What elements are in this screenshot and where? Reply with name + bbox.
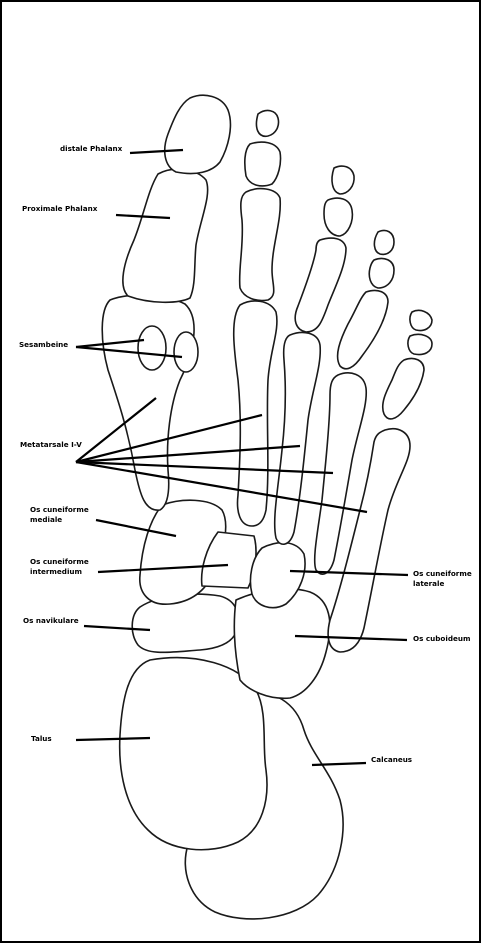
label-cuboid: Os cuboideum xyxy=(413,634,470,643)
label-calcaneus: Calcaneus xyxy=(371,755,412,764)
label-distal-phalanx: distale Phalanx xyxy=(60,144,123,153)
label-proximal-phalanx: Proximale Phalanx xyxy=(22,204,98,213)
label-medial-cuneiform-line2: mediale xyxy=(30,515,62,524)
label-lateral-cuneiform-line1: Os cuneiforme xyxy=(413,569,472,578)
toe-4-middle-phalanx xyxy=(369,258,394,288)
toe-2-proximal-phalanx xyxy=(240,189,281,301)
toe-3-distal-phalanx xyxy=(332,166,354,194)
label-intermediate-cuneiform-line2: intermedium xyxy=(30,567,82,576)
label-navicular: Os navikulare xyxy=(23,616,79,625)
toe-5-middle-phalanx xyxy=(408,334,432,354)
label-sesamoid: Sesambeine xyxy=(19,340,68,349)
toe-5-distal-phalanx xyxy=(410,310,432,330)
talus-bone xyxy=(120,658,267,850)
sesamoid-bone-lateral xyxy=(174,332,198,372)
sesamoid-bone-medial xyxy=(138,326,166,370)
toe-4-proximal-phalanx xyxy=(338,290,388,368)
metatarsal-3-bone xyxy=(275,332,321,544)
toe-5-proximal-phalanx xyxy=(383,358,424,418)
label-metatarsals: Metatarsale I-V xyxy=(20,440,82,449)
toe-2-middle-phalanx xyxy=(245,142,281,186)
bones xyxy=(102,95,432,919)
navicular-bone xyxy=(132,594,238,652)
toe-2-distal-phalanx xyxy=(256,111,278,137)
toe-4-distal-phalanx xyxy=(374,230,394,254)
toe-3-middle-phalanx xyxy=(324,198,352,236)
label-intermediate-cuneiform-line1: Os cuneiforme xyxy=(30,557,89,566)
toe-3-proximal-phalanx xyxy=(295,238,346,332)
label-medial-cuneiform-line1: Os cuneiforme xyxy=(30,505,89,514)
label-lateral-cuneiform-line2: laterale xyxy=(413,579,444,588)
big-toe-proximal-phalanx xyxy=(123,169,208,302)
big-toe-distal-phalanx xyxy=(165,95,231,173)
label-talus: Talus xyxy=(31,734,52,743)
